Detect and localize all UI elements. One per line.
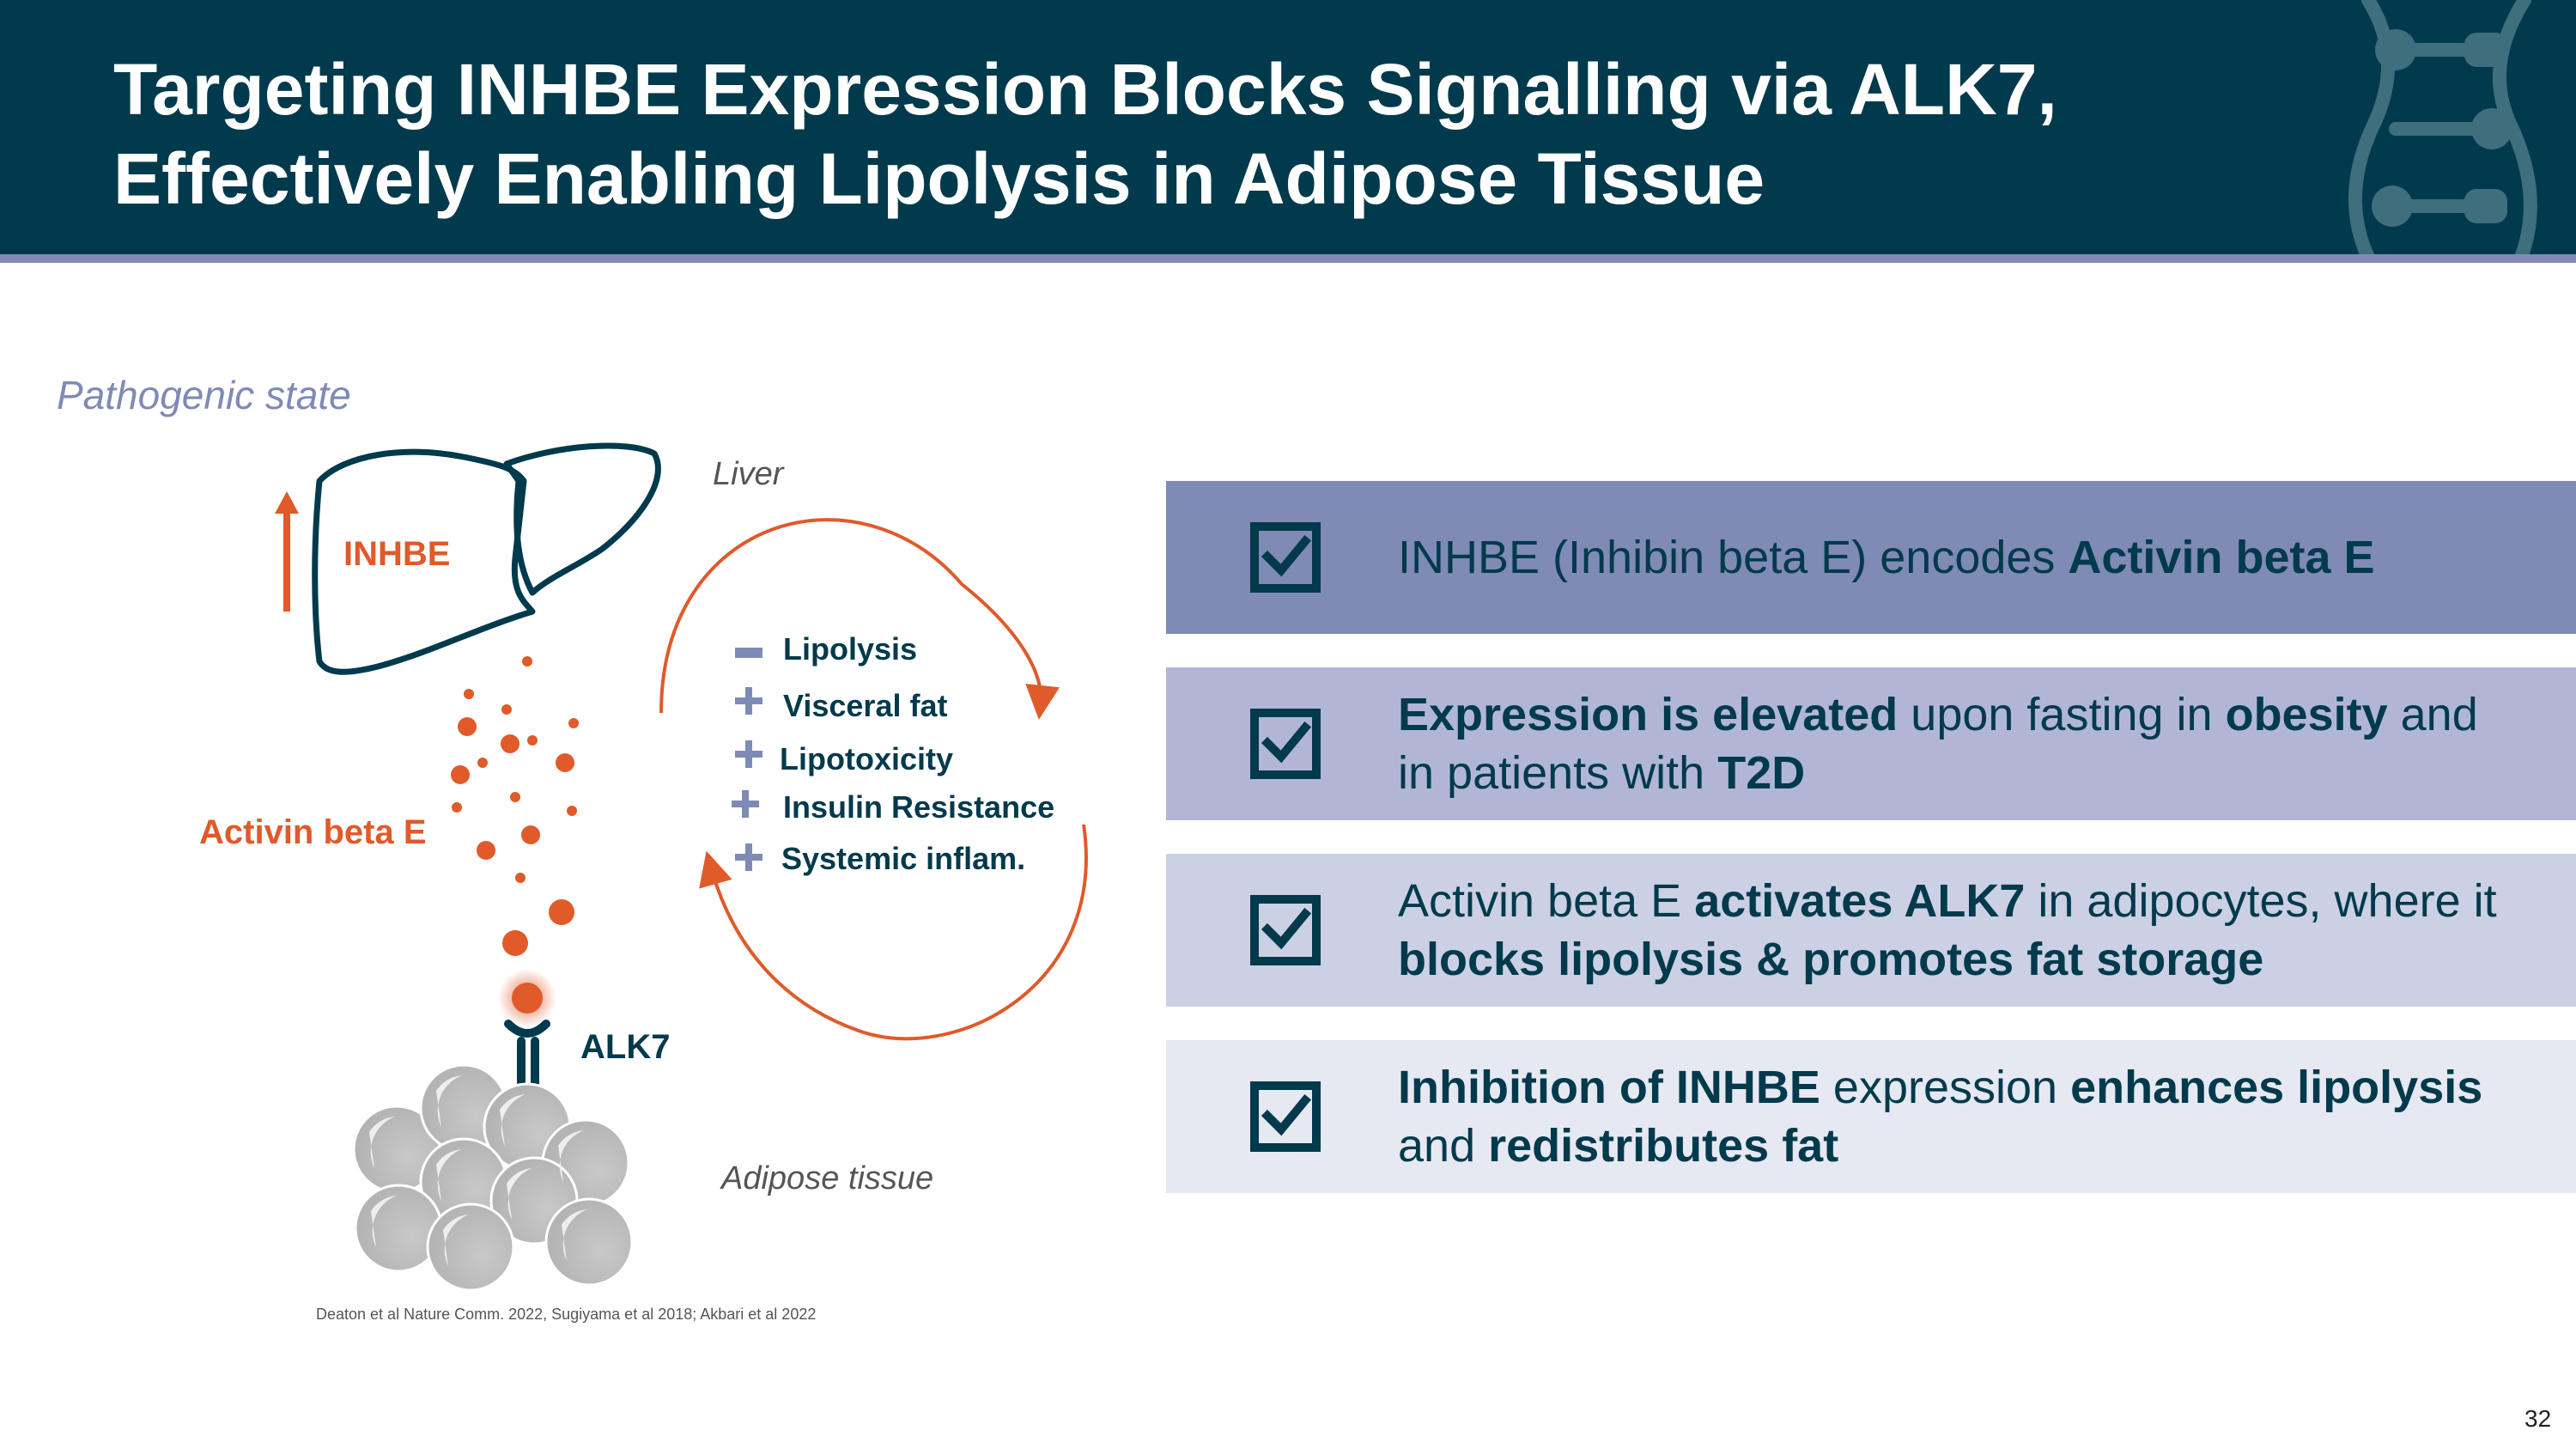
point-line: Activin beta E activates ALK7 in adipocy… <box>1398 872 2557 930</box>
bold-text: redistributes fat <box>1488 1120 1839 1172</box>
slide-title: Targeting INHBE Expression Blocks Signal… <box>113 45 2260 223</box>
bold-text: Activin beta E <box>2068 532 2375 583</box>
checkbox-checked-icon <box>1250 1081 1321 1152</box>
alk7-receptor-icon <box>504 1020 550 1092</box>
slide-title-line-1: Targeting INHBE Expression Blocks Signal… <box>113 49 2057 130</box>
plain-text: and <box>2387 689 2478 740</box>
plus-icon <box>735 843 762 871</box>
cycle-arrow-upper <box>659 518 1060 720</box>
adipose-tissue-label: Adipose tissue <box>720 1160 933 1196</box>
title-bar: Targeting INHBE Expression Blocks Signal… <box>0 0 2576 258</box>
bold-text: Inhibition of INHBE <box>1398 1062 1820 1113</box>
point-line: INHBE (Inhibin beta E) encodes Activin b… <box>1398 528 2557 587</box>
bold-text: enhances lipolysis <box>2070 1062 2483 1113</box>
effect-label: Visceral fat <box>783 688 947 723</box>
point-row-4: Inhibition of INHBE expression enhances … <box>1166 1040 2576 1193</box>
point-text: Expression is elevated upon fasting in o… <box>1398 667 2557 820</box>
plain-text: expression <box>1820 1062 2071 1113</box>
pathogenic-state-diagram: Pathogenic state INHBE Liver Activin bet… <box>57 373 1088 1292</box>
inhbe-label: INHBE <box>343 535 450 573</box>
bound-ligand <box>512 983 543 1014</box>
point-line: Expression is elevated upon fasting in o… <box>1398 685 2557 744</box>
point-row-3: Activin beta E activates ALK7 in adipocy… <box>1166 854 2576 1007</box>
point-text: Inhibition of INHBE expression enhances … <box>1398 1040 2557 1193</box>
point-line: Inhibition of INHBE expression enhances … <box>1398 1058 2557 1117</box>
metabolic-effects-list: Lipolysis Visceral fat Lipotoxicity Insu… <box>732 631 1054 876</box>
bold-text: Expression is elevated <box>1398 689 1899 740</box>
bold-text: activates ALK7 <box>1694 875 2026 927</box>
point-row-1: INHBE (Inhibin beta E) encodes Activin b… <box>1166 481 2576 634</box>
minus-icon <box>735 648 762 658</box>
effect-label: Insulin Resistance <box>783 789 1054 825</box>
slide-title-line-2: Effectively Enabling Lipolysis in Adipos… <box>113 138 1765 219</box>
bold-text: obesity <box>2225 689 2388 740</box>
point-line: in patients with T2D <box>1398 744 2557 802</box>
plain-text: Activin beta E <box>1398 875 1695 927</box>
effect-label: Lipolysis <box>783 631 917 667</box>
checkbox-checked-icon <box>1250 522 1321 593</box>
activin-beta-e-particles <box>451 656 579 956</box>
citation: Deaton et al Nature Comm. 2022, Sugiyama… <box>316 1306 817 1323</box>
plain-text: upon fasting in <box>1898 689 2226 740</box>
page-number: 32 <box>2524 1405 2552 1432</box>
adipose-tissue-cells-icon <box>352 1063 634 1292</box>
point-line: and redistributes fat <box>1398 1117 2557 1175</box>
plus-icon <box>732 790 759 818</box>
bold-text: blocks lipolysis & promotes fat storage <box>1398 934 2264 985</box>
plain-text: in adipocytes, where it <box>2025 875 2497 927</box>
point-line: blocks lipolysis & promotes fat storage <box>1398 930 2557 989</box>
cycle-arrow-lower <box>699 824 1088 1041</box>
checkbox-checked-icon <box>1250 895 1321 965</box>
bold-text: T2D <box>1717 747 1806 799</box>
plain-text: and <box>1398 1120 1489 1172</box>
effect-label: Lipotoxicity <box>780 741 953 776</box>
point-text: INHBE (Inhibin beta E) encodes Activin b… <box>1398 481 2557 634</box>
activin-beta-e-label: Activin beta E <box>199 813 427 851</box>
dna-helix-logo-icon <box>2348 0 2537 258</box>
effect-label: Systemic inflam. <box>781 841 1025 876</box>
point-row-2: Expression is elevated upon fasting in o… <box>1166 667 2576 820</box>
header-divider <box>0 254 2576 263</box>
plus-icon <box>735 687 762 715</box>
plus-icon <box>735 740 762 768</box>
pathogenic-state-label: Pathogenic state <box>57 373 351 417</box>
alk7-label: ALK7 <box>580 1028 670 1066</box>
elevated-arrow-icon <box>275 491 299 612</box>
point-text: Activin beta E activates ALK7 in adipocy… <box>1398 854 2557 1007</box>
liver-label: Liver <box>713 456 785 492</box>
checkbox-checked-icon <box>1250 709 1321 779</box>
liver-icon <box>312 442 661 675</box>
plain-text: INHBE (Inhibin beta E) encodes <box>1398 532 2069 583</box>
plain-text: in patients with <box>1398 747 1718 799</box>
